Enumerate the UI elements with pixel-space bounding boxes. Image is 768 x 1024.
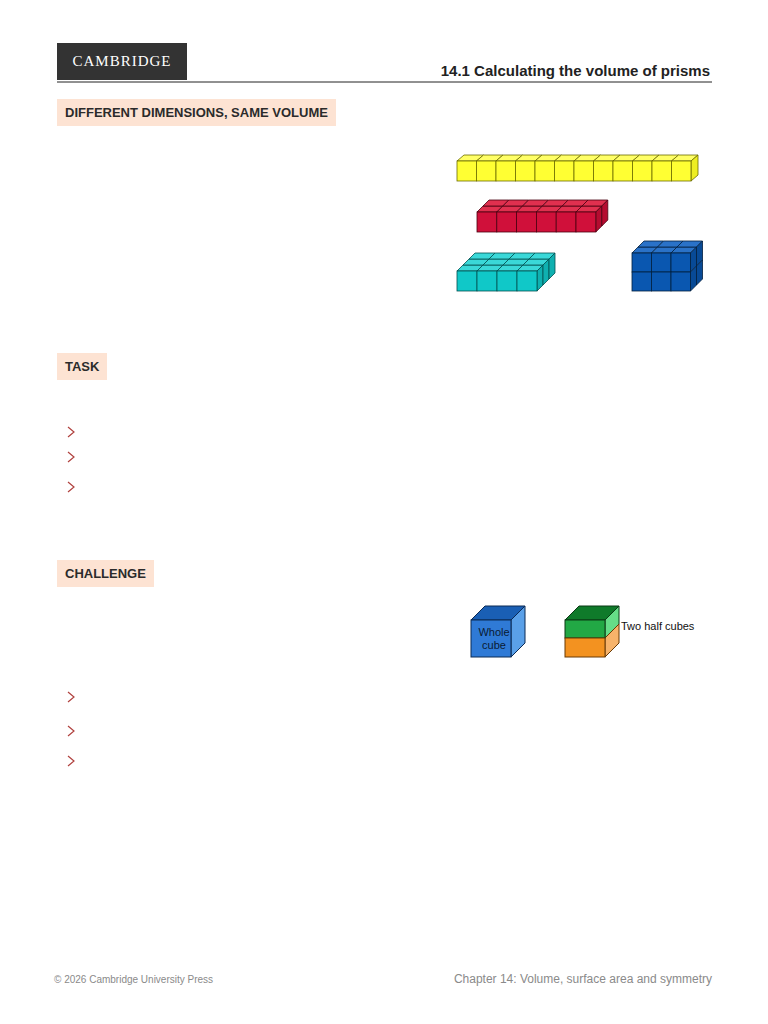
node-text: Two half cubes	[621, 620, 694, 633]
whole-cube	[471, 606, 525, 657]
bullet-chevron	[68, 482, 74, 492]
bullet-chevron	[68, 427, 74, 437]
bullet-chevron	[68, 692, 74, 702]
cube-block	[457, 155, 698, 181]
section-heading: CHALLENGE	[57, 560, 154, 587]
node-text: CHALLENGE	[65, 566, 146, 581]
bullet-chevron	[68, 452, 74, 462]
node-text: TASK	[65, 359, 99, 374]
page-title: 14.1 Calculating the volume of prisms	[441, 62, 710, 79]
publisher-logo: CAMBRIDGE	[57, 43, 187, 80]
cube-models	[457, 155, 703, 291]
bullet-chevron	[68, 756, 74, 766]
two-half-cubes	[565, 606, 619, 657]
bullet-chevron	[68, 726, 74, 736]
bullet-chevrons	[68, 427, 74, 766]
cube-block	[632, 241, 703, 291]
node-text: DIFFERENT DIMENSIONS, SAME VOLUME	[65, 105, 328, 120]
node-text: Whole cube	[471, 626, 517, 651]
cube-label: Two half cubes	[621, 620, 694, 633]
chapter-footer: Chapter 14: Volume, surface area and sym…	[454, 972, 712, 986]
cube-label: Whole cube	[471, 620, 517, 657]
section-heading: TASK	[57, 353, 107, 380]
cube-block	[477, 200, 608, 232]
node-text: CAMBRIDGE	[72, 53, 171, 70]
section-heading: DIFFERENT DIMENSIONS, SAME VOLUME	[57, 99, 336, 126]
cube-block	[457, 253, 555, 291]
header-rule	[57, 82, 712, 83]
copyright-note: © 2026 Cambridge University Press	[54, 974, 213, 985]
